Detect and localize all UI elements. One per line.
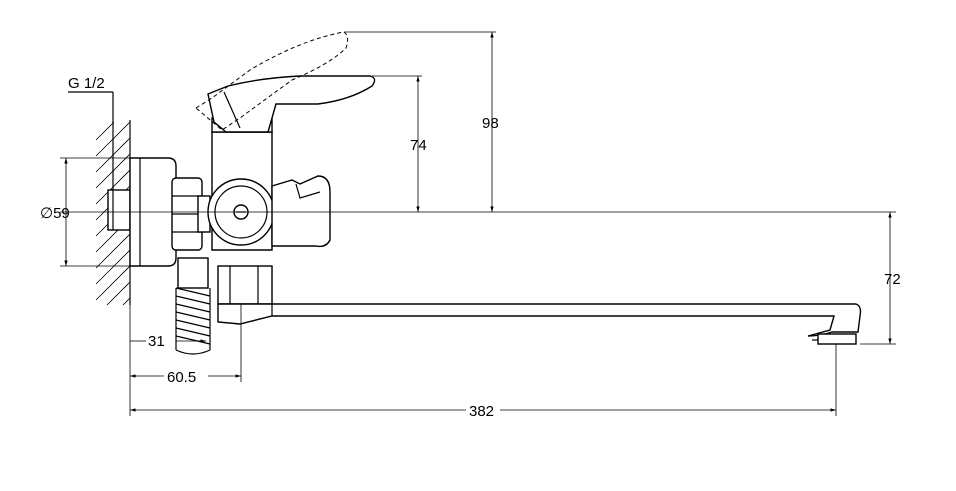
thread-label: G 1/2 xyxy=(68,75,105,92)
dimension-labels: G 1/2 ∅59 98 74 72 31 60.5 382 xyxy=(40,75,901,420)
lever-height-label: 98 xyxy=(482,115,499,132)
wall-to-axis-label: 60.5 xyxy=(167,369,196,386)
spout xyxy=(217,265,862,345)
faucet-body xyxy=(207,117,275,251)
diverter-knob xyxy=(271,175,331,248)
lever-raised-outline xyxy=(195,31,349,131)
spout-height-label: 72 xyxy=(884,271,901,288)
diameter-label: ∅59 xyxy=(40,205,70,222)
dimension-lines xyxy=(60,31,896,416)
inlet-pipe xyxy=(68,91,131,231)
total-length-label: 382 xyxy=(469,403,494,420)
eccentric-nut xyxy=(171,177,211,251)
lever-handle xyxy=(207,75,376,133)
shower-hose xyxy=(175,257,211,355)
body-height-label: 74 xyxy=(410,137,427,154)
wall-to-outlet-label: 31 xyxy=(148,333,165,350)
